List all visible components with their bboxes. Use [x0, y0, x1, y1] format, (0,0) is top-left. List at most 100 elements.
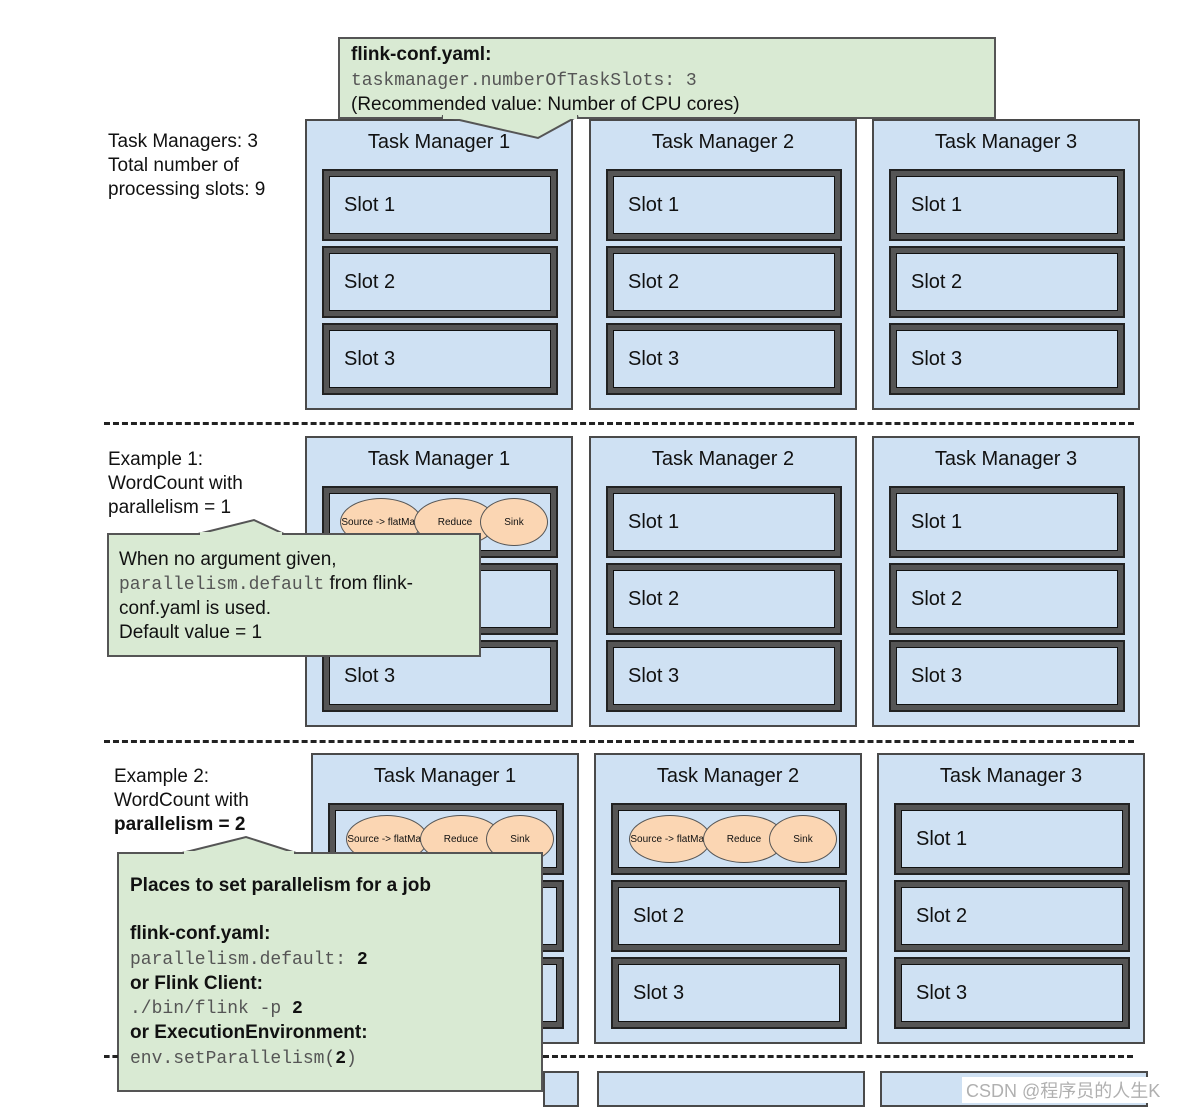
divider-3 — [543, 1055, 1133, 1058]
tm-title: Task Manager 2 — [656, 765, 800, 787]
operator-sink: Sink — [480, 498, 548, 546]
example2-note-code2-value: 2 — [292, 999, 303, 1020]
slot-1: Slot 1 — [606, 169, 842, 241]
slot-label: Slot 1 — [628, 510, 680, 533]
slot-label: Slot 2 — [344, 270, 396, 293]
slot-3: Slot 3 — [611, 957, 847, 1029]
section1-label: Example 1: WordCount with parallelism = … — [108, 448, 243, 520]
tm-title: Task Manager 3 — [934, 448, 1078, 470]
slot-2: Slot 2 — [894, 880, 1130, 952]
example2-note-code3: env.setParallelism(2) — [130, 1046, 431, 1071]
s0-task-manager-1: Task Manager 1 Slot 1 Slot 2 Slot 3 — [305, 119, 573, 410]
slot-2: Slot 2 — [889, 563, 1125, 635]
example1-note-line1: When no argument given, — [119, 549, 337, 570]
tm-title: Task Manager 3 — [934, 131, 1078, 153]
tm-title: Task Manager 1 — [367, 131, 511, 153]
slot-label: Slot 3 — [911, 664, 963, 687]
tm-title: Task Manager 2 — [651, 448, 795, 470]
slot-label: Slot 3 — [628, 664, 680, 687]
slot-2: Slot 2 — [611, 880, 847, 952]
slot-2: Slot 2 — [606, 563, 842, 635]
example2-note-code1-text: parallelism.default: — [130, 949, 357, 970]
operator-label: Reduce — [437, 516, 473, 528]
slot-3: Slot 3 — [894, 957, 1130, 1029]
s3-task-manager-2-partial — [597, 1071, 865, 1107]
slot-label: Slot 2 — [633, 904, 685, 927]
example2-note-label2: or Flink Client: — [130, 972, 263, 994]
example1-note-line2-rest: from flink- — [324, 573, 413, 594]
slot-label: Slot 3 — [633, 981, 685, 1004]
section2-label-line2: WordCount with — [114, 790, 249, 811]
example1-note-line2: parallelism.default from flink- — [119, 572, 413, 597]
section1-label-line3: parallelism = 1 — [108, 497, 232, 518]
operator-label: Source -> flatMap — [347, 833, 427, 845]
slot-label: Slot 2 — [911, 270, 963, 293]
section2-label-line3: parallelism = 2 — [114, 814, 246, 835]
section0-label-line2: Total number of — [108, 155, 239, 176]
example1-note: When no argument given, parallelism.defa… — [107, 533, 481, 657]
divider-3-left-stub — [104, 1055, 118, 1058]
slot-label: Slot 3 — [916, 981, 968, 1004]
example2-note-code3-text: env.setParallelism( — [130, 1048, 336, 1069]
slot-label: Slot 1 — [911, 193, 963, 216]
s2-task-manager-2: Task Manager 2 Source -> flatMap Reduce … — [594, 753, 862, 1044]
example2-note-label1: flink-conf.yaml: — [130, 923, 271, 945]
slot-label: Slot 2 — [911, 587, 963, 610]
slot-1: Source -> flatMap Reduce Sink — [611, 803, 847, 875]
tm-title: Task Manager 2 — [651, 131, 795, 153]
slot-1: Slot 1 — [889, 169, 1125, 241]
section2-label: Example 2: WordCount with parallelism = … — [114, 765, 249, 837]
example2-note-spacer — [130, 898, 431, 922]
slot-2: Slot 2 — [322, 246, 558, 318]
slot-label: Slot 3 — [911, 347, 963, 370]
top-note-pointer — [441, 115, 579, 140]
section0-label: Task Managers: 3 Total number of process… — [108, 130, 265, 202]
slot-label: Slot 3 — [344, 347, 396, 370]
slot-1: Slot 1 — [322, 169, 558, 241]
section1-label-line1: Example 1: — [108, 449, 204, 470]
example1-note-text: When no argument given, parallelism.defa… — [119, 548, 413, 645]
s0-task-manager-3: Task Manager 3 Slot 1 Slot 2 Slot 3 — [872, 119, 1140, 410]
section0-label-line3: processing slots: 9 — [108, 179, 266, 200]
example1-note-code: parallelism.default — [119, 575, 325, 595]
s0-task-manager-2: Task Manager 2 Slot 1 Slot 2 Slot 3 — [589, 119, 857, 410]
operator-source-flatmap: Source -> flatMap — [629, 815, 711, 863]
slot-label: Slot 2 — [916, 904, 968, 927]
s2-task-manager-3: Task Manager 3 Slot 1 Slot 2 Slot 3 — [877, 753, 1145, 1044]
slot-1: Slot 1 — [889, 486, 1125, 558]
s3-task-manager-1-partial — [543, 1071, 579, 1107]
csdn-watermark: CSDN @程序员的人生K — [962, 1077, 1165, 1103]
slot-3: Slot 3 — [889, 323, 1125, 395]
example1-note-line3: conf.yaml is used. — [119, 598, 272, 619]
slot-label: Slot 1 — [628, 193, 680, 216]
example2-note-code3-value: 2 — [335, 1048, 347, 1069]
s1-task-manager-3: Task Manager 3 Slot 1 Slot 2 Slot 3 — [872, 436, 1140, 727]
top-note-recommendation: (Recommended value: Number of CPU cores) — [351, 94, 740, 115]
operator-label: Reduce — [443, 833, 479, 845]
tm-title: Task Manager 3 — [939, 765, 1083, 787]
top-config-note: flink-conf.yaml: taskmanager.numberOfTas… — [338, 37, 996, 119]
example2-note-code1: parallelism.default: 2 — [130, 947, 431, 972]
operator-label: Sink — [793, 833, 813, 845]
slot-label: Slot 1 — [344, 193, 396, 216]
operator-label: Source -> flatMap — [630, 833, 710, 845]
example1-note-pointer — [197, 518, 285, 536]
divider-2 — [104, 740, 1134, 743]
slot-label: Slot 2 — [628, 587, 680, 610]
slot-3: Slot 3 — [889, 640, 1125, 712]
example1-note-line4: Default value = 1 — [119, 622, 263, 643]
operator-label: Reduce — [726, 833, 762, 845]
operator-label: Sink — [504, 516, 524, 528]
slot-2: Slot 2 — [606, 246, 842, 318]
slot-label: Slot 3 — [628, 347, 680, 370]
example2-note-pointer — [181, 835, 297, 855]
slot-2: Slot 2 — [889, 246, 1125, 318]
example2-note-code3-close: ) — [346, 1048, 357, 1069]
top-note-config-line: taskmanager.numberOfTaskSlots: 3 — [351, 71, 697, 91]
example2-note-code2-text: ./bin/flink -p — [130, 999, 293, 1020]
slot-3: Slot 3 — [322, 323, 558, 395]
example2-note-label3: or ExecutionEnvironment: — [130, 1022, 368, 1044]
slot-label: Slot 2 — [628, 270, 680, 293]
operator-sink: Sink — [769, 815, 837, 863]
divider-1 — [104, 422, 1134, 425]
